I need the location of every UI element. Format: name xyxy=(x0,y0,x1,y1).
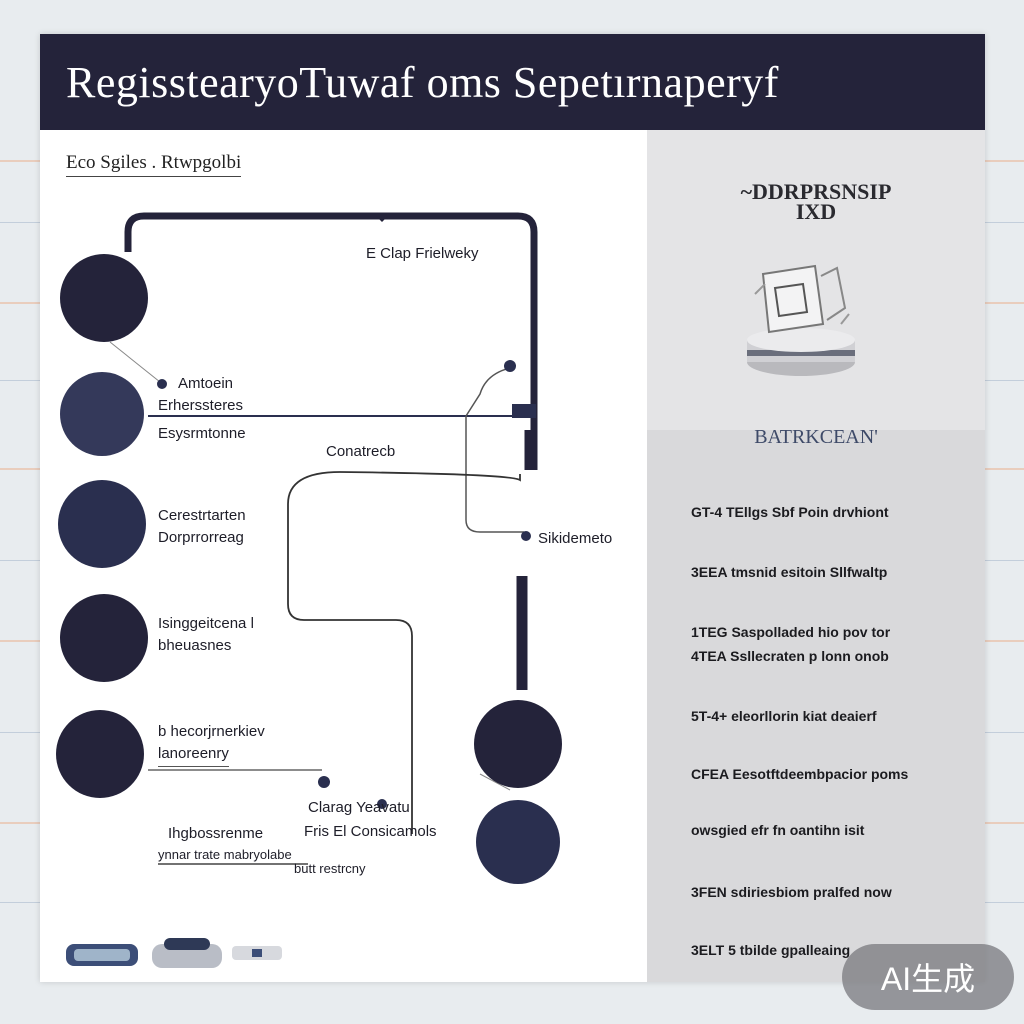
sidebar-item: 3FEN sdiriesbiom pralfed now xyxy=(691,884,892,900)
node-circle-3 xyxy=(58,480,146,568)
sidebar-item: owsgied efr fn oantihn isit xyxy=(691,822,865,838)
node-circle-7 xyxy=(476,800,560,884)
sidebar-item: 3EEA tmsnid esitoin Sllfwaltp xyxy=(691,564,888,580)
node-link xyxy=(109,341,161,383)
bottom-left-line1: Ihgbossrenme xyxy=(168,825,264,842)
node-4-line2: bheuasnes xyxy=(158,637,232,654)
header-bar: RegisstearyoTuwaf oms Sepetırnaperyf xyxy=(40,34,985,130)
sidebar: ~DDRPRSNSIP IXD BATRKCEAN' GT-4 TEllgs S… xyxy=(647,130,985,982)
node-2-line1: Amtoein xyxy=(178,375,234,392)
bottom-mid-line2: Fris El Consicamols xyxy=(304,823,437,840)
node-4-line1: Isinggeitcena l xyxy=(158,615,254,632)
node-5-line2: lanoreenry xyxy=(158,742,229,767)
logo-line-1: ~DDRPRSNSIP xyxy=(740,179,892,204)
node-circle-6 xyxy=(474,700,562,788)
connector-label: Conatrecb xyxy=(326,443,396,460)
junction-block xyxy=(512,404,536,418)
sidebar-item: 3ELT 5 tbilde gpalleaing xyxy=(691,942,851,958)
small-dot xyxy=(318,776,330,788)
node-circle-1 xyxy=(60,254,148,342)
sidebar-logo-text: ~DDRPRSNSIP IXD xyxy=(647,179,985,224)
box-product-icon xyxy=(747,264,855,376)
ai-generated-badge: AI生成 xyxy=(842,944,1014,1010)
node-2-line2: Erherssteres xyxy=(158,397,244,414)
top-label: E Clap Frielweky xyxy=(366,245,479,262)
loop-path xyxy=(287,471,521,834)
bottom-mid-line1: Clarag Yeavatu xyxy=(308,799,410,816)
sidebar-item: GT-4 TEllgs Sbf Poin drvhiont xyxy=(691,504,889,520)
sidebar-item: 4TEA Ssllecraten p lonn onob xyxy=(691,648,889,664)
node-3-line1: Cerestrtarten xyxy=(158,507,246,524)
node-circle-4 xyxy=(60,594,148,682)
device-icon xyxy=(152,938,222,968)
flow-diagram xyxy=(56,212,562,968)
node-circle-5 xyxy=(56,710,144,798)
thin-curve xyxy=(465,367,511,417)
small-dot xyxy=(157,379,167,389)
page-title: RegisstearyoTuwaf oms Sepetırnaperyf xyxy=(66,57,779,107)
small-dot xyxy=(377,799,387,809)
small-dot xyxy=(504,360,516,372)
device-icon xyxy=(232,946,282,960)
bracket-notch xyxy=(376,216,388,222)
sidebar-item: CFEA Eesotftdeembpacior poms xyxy=(691,766,909,782)
bottom-mid-line3: butt restrcny xyxy=(294,861,366,876)
node-2-line3: Esysrmtonne xyxy=(158,425,246,442)
small-dot xyxy=(521,531,531,541)
node-5-line1: b hecorjrnerkiev xyxy=(158,723,265,740)
subtitle: Eco Sgiles . Rtwpgolbi xyxy=(66,152,242,177)
sidebar-item: 1TEG Saspolladed hio pov tor xyxy=(691,624,891,640)
node-link xyxy=(479,773,511,791)
sidebar-item: 5T-4+ eleorllorin kiat deaierf xyxy=(691,708,877,724)
node-circle-2 xyxy=(60,372,144,456)
logo-line-2: IXD xyxy=(795,199,837,224)
bottom-left-line2: ynnar trate mabryolabe xyxy=(158,847,292,862)
thin-connector xyxy=(465,416,524,533)
node-3-line2: Dorprrorreag xyxy=(158,529,244,546)
sidebar-brand: BATRKCEAN' xyxy=(754,426,878,448)
device-icon xyxy=(66,944,138,966)
top-bracket-line xyxy=(124,212,538,470)
poster: RegisstearyoTuwaf oms Sepetırnaperyf Eco… xyxy=(40,34,985,982)
right-label: Sikidemeto xyxy=(538,530,613,547)
